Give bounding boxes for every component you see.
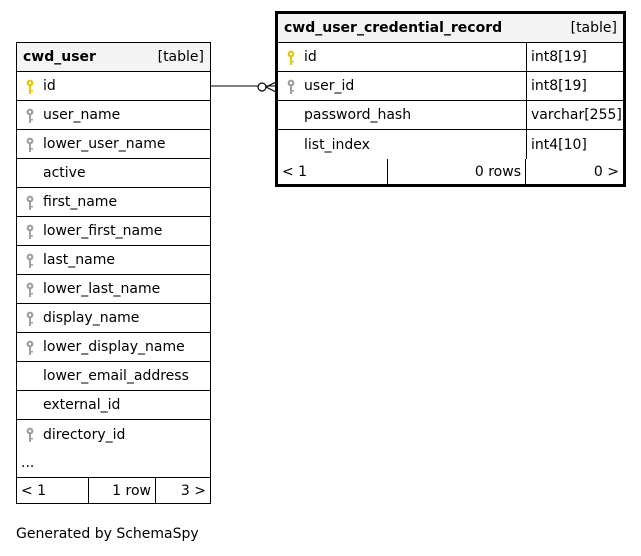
more-columns: ... <box>17 449 210 478</box>
column-row[interactable]: list_index int4[10] <box>278 130 623 159</box>
index-key-icon <box>286 79 296 95</box>
column-row[interactable]: first_name <box>17 188 210 217</box>
column-row[interactable]: user_name <box>17 101 210 130</box>
column-row[interactable]: last_name <box>17 246 210 275</box>
column-row[interactable]: directory_id <box>17 420 210 449</box>
row-count: 0 rows <box>388 159 526 184</box>
table-name: cwd_user <box>23 49 96 65</box>
parents-count[interactable]: < 1 <box>17 478 89 503</box>
index-key-icon <box>25 253 35 269</box>
column-name: directory_id <box>43 426 126 443</box>
column-name: password_hash <box>304 107 412 123</box>
table-footer: < 1 1 row 3 > <box>17 478 210 503</box>
parents-count[interactable]: < 1 <box>278 159 388 184</box>
table-type: [table] <box>570 20 617 36</box>
column-type: varchar[255] <box>526 101 623 129</box>
table-type: [table] <box>157 49 204 65</box>
index-key-icon <box>25 282 35 298</box>
column-row[interactable]: user_id int8[19] <box>278 72 623 101</box>
column-name: last_name <box>43 252 115 268</box>
column-row[interactable]: lower_user_name <box>17 130 210 159</box>
column-name: lower_email_address <box>43 368 189 384</box>
column-name: lower_last_name <box>43 281 161 297</box>
column-name: lower_first_name <box>43 223 163 239</box>
column-name: display_name <box>43 310 140 326</box>
column-row[interactable]: lower_first_name <box>17 217 210 246</box>
column-name: first_name <box>43 194 118 210</box>
table-name: cwd_user_credential_record <box>284 20 503 36</box>
index-key-icon <box>25 340 35 356</box>
index-key-icon <box>25 311 35 327</box>
column-type: int8[19] <box>526 72 623 100</box>
column-name: user_id <box>304 78 355 94</box>
column-name: lower_user_name <box>43 136 166 152</box>
column-row[interactable]: id <box>17 72 210 101</box>
column-row[interactable]: password_hash varchar[255] <box>278 101 623 130</box>
column-row[interactable]: active <box>17 159 210 188</box>
column-row[interactable]: lower_display_name <box>17 333 210 362</box>
column-row[interactable]: external_id <box>17 391 210 420</box>
primary-key-icon <box>25 79 35 95</box>
column-name: external_id <box>43 397 121 413</box>
column-row[interactable]: display_name <box>17 304 210 333</box>
schemaspy-caption: Generated by SchemaSpy <box>16 526 199 542</box>
table-cwd-user-credential-record[interactable]: cwd_user_credential_record [table] id int… <box>275 11 626 187</box>
column-name: list_index <box>304 136 370 153</box>
index-key-icon <box>25 137 35 153</box>
column-name: user_name <box>43 107 121 123</box>
index-key-icon <box>25 427 35 443</box>
column-name: lower_display_name <box>43 339 185 355</box>
column-row[interactable]: lower_email_address <box>17 362 210 391</box>
children-count[interactable]: 3 > <box>180 482 206 499</box>
column-type: int4[10] <box>526 130 623 159</box>
index-key-icon <box>25 108 35 124</box>
table-cwd-user[interactable]: cwd_user [table] id user_name lower_user_n… <box>16 42 211 504</box>
index-key-icon <box>25 195 35 211</box>
row-count: 1 row <box>89 478 156 503</box>
column-row[interactable]: id int8[19] <box>278 43 623 72</box>
more-label: ... <box>21 455 35 471</box>
column-name: id <box>43 78 56 94</box>
column-name: id <box>304 49 317 65</box>
column-type: int8[19] <box>526 43 623 71</box>
table-footer: < 1 0 rows 0 > <box>278 159 623 184</box>
table-header: cwd_user_credential_record [table] <box>278 14 623 43</box>
index-key-icon <box>25 224 35 240</box>
column-row[interactable]: lower_last_name <box>17 275 210 304</box>
column-name: active <box>43 165 86 181</box>
table-header: cwd_user [table] <box>17 43 210 72</box>
children-count[interactable]: 0 > <box>593 163 619 180</box>
primary-key-icon <box>286 50 296 66</box>
